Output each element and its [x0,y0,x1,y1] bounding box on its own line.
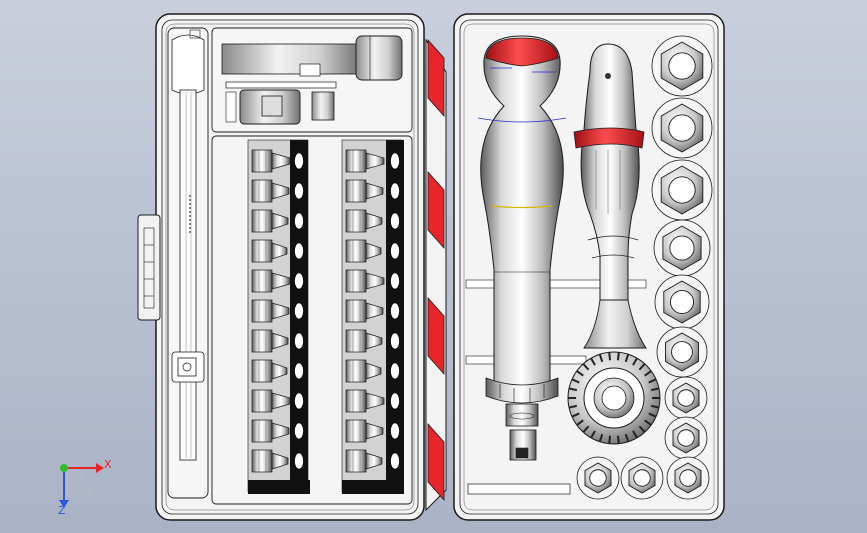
socket [651,35,713,97]
socket [651,97,713,159]
bit [345,239,400,263]
socket [576,456,620,500]
triad-y-axis [60,464,68,472]
socket [620,456,664,500]
ratchet-handle [567,43,661,445]
bit [345,329,400,353]
bit [251,239,304,263]
socket-set [576,35,713,500]
socket [651,159,713,221]
bit [251,389,304,413]
bit-compartment [211,135,413,505]
hinge-red-segment [427,170,445,250]
bit [251,179,304,203]
socket [664,376,708,420]
bit [345,389,400,413]
bit [345,419,400,443]
bit-rack-left [251,149,304,473]
bit [251,299,304,323]
adapter-compartment [211,27,413,133]
coordinate-triad: X Z [58,458,112,517]
bit [251,269,304,293]
bit [251,359,304,383]
socket [656,326,708,378]
triad-z-label: Z [58,504,66,517]
socket [666,456,710,500]
hinge-red-segment [427,422,445,502]
bit [251,419,304,443]
hinge-red-segment [427,296,445,376]
bit [345,269,400,293]
bit [251,449,304,473]
extension-bar [167,27,209,499]
bit [251,149,304,173]
bit [345,209,400,233]
case-hinge [425,38,447,512]
triad-x-label: X [104,458,112,471]
socket [664,416,708,460]
socket [654,274,710,330]
bit [251,329,304,353]
bit [345,149,400,173]
bit-rack-right [345,149,400,473]
case-latch [137,214,161,321]
bit [345,449,400,473]
bit [345,299,400,323]
hinge-red-segment [427,38,445,118]
bit [251,209,304,233]
screwdriver-handle [477,35,567,461]
bit [345,359,400,383]
socket [653,219,711,277]
bit [345,179,400,203]
